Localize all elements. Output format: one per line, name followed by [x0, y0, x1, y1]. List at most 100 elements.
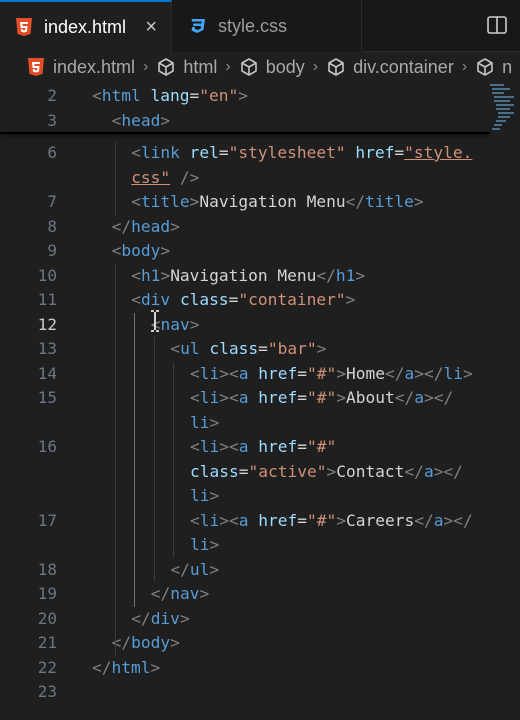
code-line[interactable]: </body>	[112, 631, 180, 655]
code-token: </	[414, 510, 434, 530]
code-token	[180, 143, 190, 162]
line-number: 18	[37, 559, 57, 579]
code-token: </	[111, 216, 132, 236]
code-token: >	[413, 192, 424, 211]
code-token: =	[258, 339, 268, 358]
breadcrumb-item[interactable]: html	[156, 57, 217, 78]
code-token: <	[131, 192, 141, 211]
tab-label: style.css	[218, 15, 288, 36]
code-token: ><	[219, 388, 239, 407]
code-token: <	[170, 339, 181, 358]
code-token	[249, 364, 259, 383]
split-editor-icon[interactable]	[486, 14, 508, 36]
code-token: >	[199, 584, 210, 603]
code-token: div	[140, 290, 171, 309]
line-number: 14	[37, 363, 57, 383]
breadcrumb-item[interactable]: index.html	[26, 57, 135, 78]
line-number: 7	[47, 192, 57, 211]
code-line[interactable]: <div class="container">	[131, 288, 355, 312]
code-line[interactable]: li>	[190, 484, 219, 508]
code-token: ><	[219, 363, 239, 383]
code-line[interactable]: li>	[190, 533, 219, 557]
breadcrumb-separator: ›	[312, 58, 319, 75]
code-token: <	[190, 510, 200, 530]
code-token: >	[238, 86, 248, 105]
close-icon[interactable]: ×	[145, 15, 157, 38]
code-token: >	[209, 559, 220, 579]
indent-guide	[114, 141, 116, 215]
code-token: h1	[335, 265, 356, 285]
breadcrumb-separator: ›	[461, 58, 468, 75]
code-token: <	[131, 290, 141, 309]
code-line[interactable]: <li><a href="#">Home</a></li>	[190, 362, 473, 386]
code-token: li	[199, 388, 220, 407]
line-number: 20	[37, 608, 57, 628]
code-token: a	[238, 363, 249, 383]
breadcrumb-label: html	[183, 56, 218, 77]
code-token: Navigation Menu	[199, 192, 346, 211]
code-token: >	[150, 657, 161, 677]
code-line[interactable]: <li><a href="#"	[190, 435, 336, 459]
line-number: 23	[37, 682, 57, 701]
code-line[interactable]: li>	[190, 411, 219, 435]
code-token: "container"	[238, 290, 346, 309]
code-line[interactable]: <head>	[112, 109, 170, 133]
code-token: =	[189, 86, 200, 105]
code-line[interactable]: <li><a href="#">Careers</a></	[190, 509, 473, 533]
text-cursor-icon	[151, 310, 159, 332]
code-line[interactable]: </ul>	[170, 558, 219, 582]
breadcrumb-item[interactable]: body	[239, 57, 305, 78]
code-line[interactable]: <ul class="bar">	[170, 337, 326, 361]
code-token: >	[170, 216, 180, 236]
code-token: <	[92, 86, 102, 105]
breadcrumb-item[interactable]: n	[475, 57, 512, 78]
indent-guide	[153, 337, 155, 582]
code-line[interactable]: </div>	[131, 607, 190, 631]
breadcrumb-item[interactable]: div.container	[326, 57, 454, 78]
code-token: >	[209, 486, 220, 505]
cube-icon	[240, 58, 257, 76]
code-line[interactable]: </nav>	[151, 582, 210, 606]
code-token: =	[394, 143, 405, 162]
code-line[interactable]: <li><a href="#">About</a></	[190, 386, 453, 410]
line-number: 19	[37, 584, 57, 603]
code-token: a	[404, 363, 415, 383]
code-line[interactable]: </head>	[112, 215, 180, 239]
line-number: 10	[37, 265, 57, 285]
code-token: class	[190, 461, 239, 481]
line-number: 22	[37, 657, 57, 677]
code-line[interactable]: class="active">Contact</a></	[190, 460, 463, 484]
code-token: "#"	[306, 388, 337, 407]
code-line[interactable]: </html>	[92, 656, 160, 680]
code-line[interactable]: <title>Navigation Menu</title>	[131, 190, 423, 214]
tab-index-html[interactable]: index.html ×	[0, 0, 172, 52]
line-number: 3	[47, 110, 57, 130]
code-token: head	[121, 110, 161, 130]
code-line[interactable]: <h1>Navigation Menu</h1>	[131, 264, 365, 288]
breadcrumb-label: n	[502, 56, 513, 77]
code-token: >	[189, 192, 200, 211]
code-token	[170, 168, 180, 187]
code-token: "#"	[306, 510, 337, 530]
code-token: <	[111, 110, 122, 130]
code-token: body	[131, 633, 171, 652]
code-line[interactable]: <link rel="stylesheet" href="style.	[131, 141, 472, 165]
code-token: nav	[170, 584, 200, 603]
code-token: href	[258, 510, 298, 530]
line-number: 8	[47, 216, 57, 236]
line-number: 21	[37, 633, 57, 652]
code-token: ></	[423, 388, 454, 407]
code-editor[interactable]: 2<html lang="en">3<head>6<link rel="styl…	[0, 82, 520, 720]
code-line[interactable]: <body>	[112, 239, 170, 263]
code-token: <	[190, 437, 200, 456]
code-token: </	[150, 584, 171, 603]
code-token: a	[238, 437, 249, 456]
code-token	[249, 437, 259, 456]
minimap[interactable]	[488, 82, 516, 142]
code-token: <	[111, 241, 122, 260]
code-token: html	[111, 657, 151, 677]
code-token: </	[394, 388, 415, 407]
tab-style-css[interactable]: style.css	[172, 0, 362, 52]
code-line[interactable]: <html lang="en">	[92, 84, 248, 108]
code-line[interactable]: css" />	[131, 166, 199, 190]
